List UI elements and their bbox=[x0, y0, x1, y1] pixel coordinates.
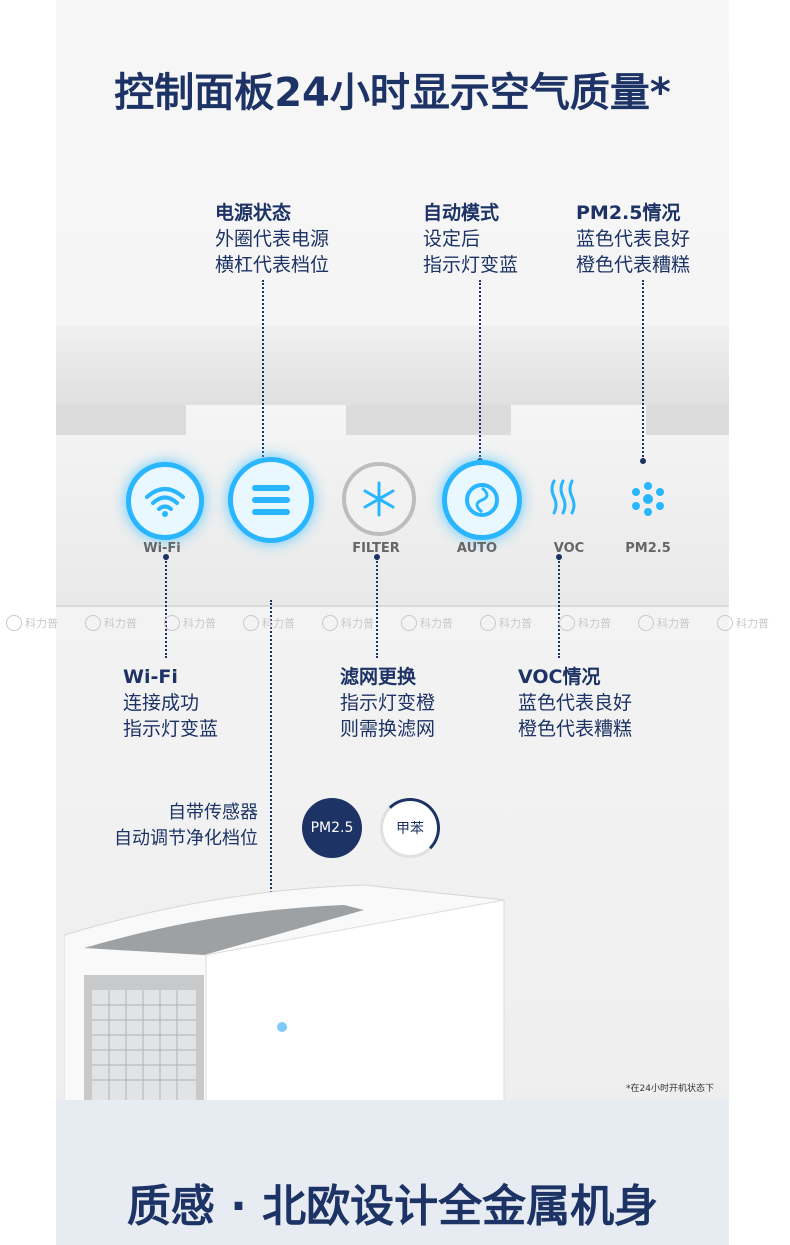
annotation-heading: 电源状态 bbox=[215, 202, 292, 224]
annotation-pm25: PM2.5情况 蓝色代表良好 橙色代表糟糕 bbox=[576, 200, 690, 278]
wifi-label: Wi-Fi bbox=[143, 541, 181, 556]
watermark: 科力普 bbox=[632, 610, 711, 636]
annotation-line: 橙色代表糟糕 bbox=[576, 254, 691, 276]
watermark-logo-icon bbox=[480, 615, 496, 631]
auto-mode-button[interactable] bbox=[442, 460, 522, 540]
watermark-logo-icon bbox=[85, 615, 101, 631]
annotation-line: 外圈代表电源 bbox=[215, 228, 330, 250]
snowflake-filter-icon bbox=[363, 481, 395, 517]
watermark: 科力普 bbox=[474, 610, 553, 636]
sensor-line: 自带传感器 bbox=[168, 802, 258, 823]
watermark-text: 科力普 bbox=[736, 617, 769, 630]
watermark-text: 科力普 bbox=[183, 617, 216, 630]
watermark-text: 科力普 bbox=[262, 617, 295, 630]
annotation-line: 横杠代表档位 bbox=[215, 254, 330, 276]
pm25-label: PM2.5 bbox=[625, 541, 671, 556]
voc-indicator bbox=[546, 475, 580, 519]
annotation-heading: 滤网更换 bbox=[340, 666, 417, 688]
connector-line bbox=[270, 600, 272, 940]
annotation-filter: 滤网更换 指示灯变橙 则需换滤网 bbox=[340, 664, 435, 742]
connector-dot bbox=[374, 554, 380, 560]
connector-line bbox=[262, 280, 264, 460]
pm25-indicator bbox=[626, 477, 670, 521]
device-top-lid bbox=[56, 325, 729, 415]
watermark-text: 科力普 bbox=[25, 617, 58, 630]
watermark-logo-icon bbox=[401, 615, 417, 631]
device-notch bbox=[56, 405, 186, 435]
annotation-line: 指示灯变蓝 bbox=[123, 718, 219, 740]
watermark-logo-icon bbox=[717, 615, 733, 631]
annotation-power: 电源状态 外圈代表电源 横杠代表档位 bbox=[215, 200, 329, 278]
dots-pm25-icon bbox=[632, 482, 664, 516]
connector-dot bbox=[640, 458, 646, 464]
watermark: 科力普 bbox=[0, 610, 79, 636]
watermark: 科力普 bbox=[395, 610, 474, 636]
annotation-line: 连接成功 bbox=[123, 692, 200, 714]
auto-label: AUTO bbox=[456, 541, 498, 556]
bottom-title: 质感 · 北欧设计全金属机身 bbox=[126, 1181, 659, 1232]
watermark-text: 科力普 bbox=[578, 617, 611, 630]
annotation-line: 指示灯变蓝 bbox=[423, 254, 519, 276]
swirl-auto-icon bbox=[465, 483, 499, 517]
power-speed-button[interactable] bbox=[228, 457, 314, 543]
watermark: 科力普 bbox=[79, 610, 158, 636]
watermark-logo-icon bbox=[6, 615, 22, 631]
feature-panel: 控制面板24小时显示空气质量* 电源状态 外圈代表电源 横杠代表档位 自动模式 … bbox=[56, 0, 729, 1245]
watermark: 科力普 bbox=[553, 610, 632, 636]
watermark-row: 科力普 科力普 科力普 科力普 科力普 科力普 科力普 科力普 科力普 科力普 bbox=[0, 610, 790, 636]
voc-label: VOC bbox=[553, 541, 585, 556]
connector-dot bbox=[163, 554, 169, 560]
menu-bars-icon bbox=[252, 485, 290, 515]
connector-line bbox=[479, 280, 481, 460]
watermark-logo-icon bbox=[164, 615, 180, 631]
device-notch bbox=[346, 405, 511, 435]
watermark-text: 科力普 bbox=[341, 617, 374, 630]
annotation-line: 蓝色代表良好 bbox=[518, 692, 633, 714]
watermark-logo-icon bbox=[638, 615, 654, 631]
connector-line bbox=[165, 558, 167, 658]
annotation-heading: VOC情况 bbox=[518, 666, 601, 688]
wifi-icon bbox=[145, 487, 185, 517]
footnote: *在24小时开机状态下 bbox=[626, 1084, 714, 1094]
connector-line bbox=[642, 280, 644, 460]
annotation-wifi: Wi-Fi 连接成功 指示灯变蓝 bbox=[123, 664, 218, 742]
annotation-heading: Wi-Fi bbox=[123, 666, 178, 688]
connector-line bbox=[376, 558, 378, 658]
watermark-text: 科力普 bbox=[104, 617, 137, 630]
watermark-logo-icon bbox=[322, 615, 338, 631]
wave-voc-icon bbox=[550, 479, 576, 515]
annotation-auto: 自动模式 设定后 指示灯变蓝 bbox=[423, 200, 518, 278]
watermark: 科力普 bbox=[158, 610, 237, 636]
bottom-band bbox=[56, 1100, 729, 1245]
wifi-button[interactable] bbox=[126, 462, 204, 540]
annotation-heading: PM2.5情况 bbox=[576, 202, 681, 224]
annotation-line: 则需换滤网 bbox=[340, 718, 436, 740]
annotation-voc: VOC情况 蓝色代表良好 橙色代表糟糕 bbox=[518, 664, 632, 742]
sensor-line: 自动调节净化档位 bbox=[114, 828, 258, 849]
pm25-badge: PM2.5 bbox=[302, 798, 362, 858]
watermark-text: 科力普 bbox=[499, 617, 532, 630]
sensor-description: 自带传感器 自动调节净化档位 bbox=[76, 800, 258, 852]
annotation-line: 橙色代表糟糕 bbox=[518, 718, 633, 740]
watermark-logo-icon bbox=[559, 615, 575, 631]
annotation-line: 设定后 bbox=[423, 228, 481, 250]
filter-button[interactable] bbox=[342, 462, 416, 536]
watermark: 科力普 bbox=[316, 610, 395, 636]
watermark: 科力普 bbox=[237, 610, 316, 636]
annotation-line: 蓝色代表良好 bbox=[576, 228, 691, 250]
purifier-illustration bbox=[64, 884, 505, 1105]
annotation-line: 指示灯变橙 bbox=[340, 692, 436, 714]
watermark-text: 科力普 bbox=[657, 617, 690, 630]
connector-dot bbox=[556, 554, 562, 560]
connector-line bbox=[558, 558, 560, 658]
toluene-badge: 甲苯 bbox=[380, 798, 440, 858]
filter-label: FILTER bbox=[352, 541, 400, 556]
watermark: 科力普 bbox=[711, 610, 790, 636]
page-title: 控制面板24小时显示空气质量* bbox=[114, 70, 671, 116]
watermark-logo-icon bbox=[243, 615, 259, 631]
annotation-heading: 自动模式 bbox=[423, 202, 500, 224]
watermark-text: 科力普 bbox=[420, 617, 453, 630]
device-notch bbox=[646, 405, 729, 435]
